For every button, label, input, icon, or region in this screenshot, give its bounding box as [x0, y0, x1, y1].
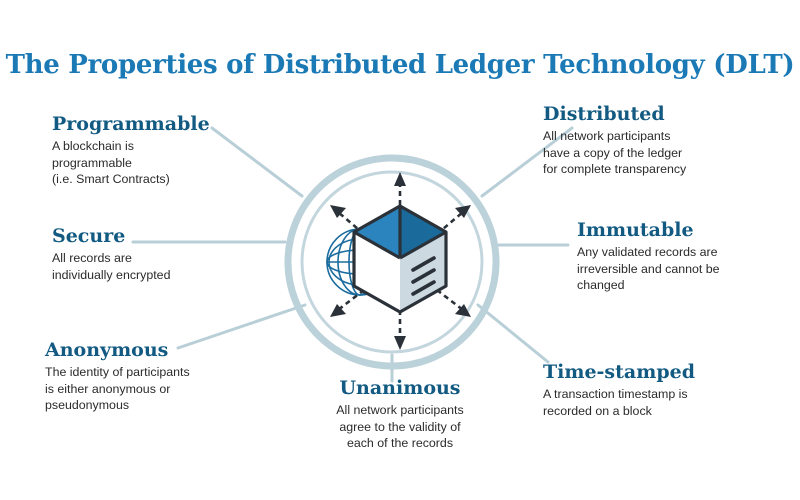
property-heading-programmable: Programmable [52, 113, 210, 135]
property-heading-immutable: Immutable [577, 219, 694, 241]
property-heading-secure: Secure [52, 225, 126, 247]
property-unanimous: Unanimous All network participants agree… [300, 377, 500, 451]
property-body-unanimous: All network participants agree to the va… [336, 403, 464, 451]
isometric-cube [352, 204, 448, 314]
cube-top-face-dark [400, 206, 446, 258]
property-body-time-stamped: A transaction timestamp is recorded on a… [543, 387, 688, 418]
property-body-secure: All records are individually encrypted [52, 251, 171, 282]
property-body-immutable: Any validated records are irreversible a… [577, 245, 720, 293]
property-time-stamped: Time-stamped A transaction timestamp is … [543, 361, 695, 419]
blockchain-globe-cube-emblem [284, 154, 500, 370]
property-body-distributed: All network participants have a copy of … [543, 129, 687, 177]
property-heading-unanimous: Unanimous [339, 377, 461, 399]
property-distributed: Distributed All network participants hav… [543, 103, 687, 177]
arrow-heads [330, 172, 471, 350]
property-body-programmable: A blockchain is programmable (i.e. Smart… [52, 139, 170, 187]
property-heading-distributed: Distributed [543, 103, 665, 125]
cube-ledger-lines [411, 256, 436, 296]
inner-ring [300, 170, 484, 354]
property-body-anonymous: The identity of participants is either a… [45, 365, 190, 413]
property-secure: Secure All records are individually encr… [52, 225, 171, 283]
outer-ring [284, 154, 500, 370]
property-programmable: Programmable A blockchain is programmabl… [52, 113, 210, 187]
property-heading-time-stamped: Time-stamped [543, 361, 695, 383]
page-title: The Properties of Distributed Ledger Tec… [5, 50, 795, 80]
property-heading-anonymous: Anonymous [45, 339, 169, 361]
property-immutable: Immutable Any validated records are irre… [577, 219, 720, 293]
property-anonymous: Anonymous The identity of participants i… [45, 339, 190, 413]
